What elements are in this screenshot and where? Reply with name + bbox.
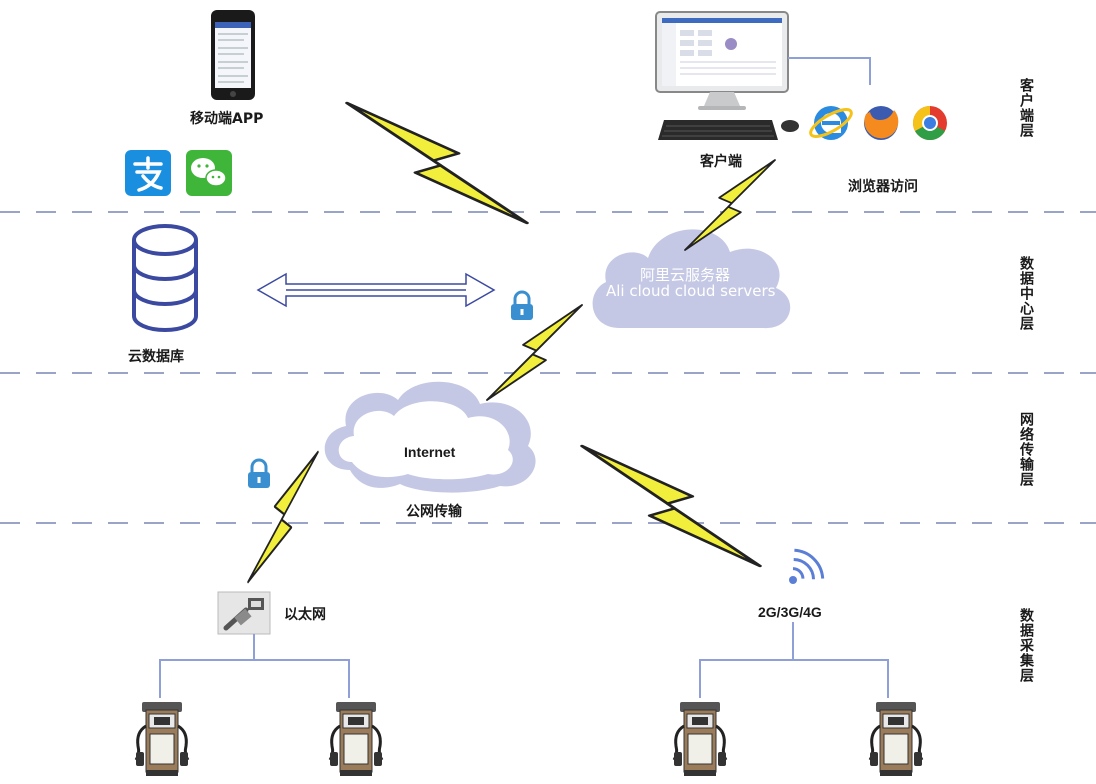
desktop-computer-icon <box>655 11 799 140</box>
firefox-icon <box>864 106 899 140</box>
mobile-net-label: 2G/3G/4G <box>758 604 822 620</box>
lightning-internet-to-ethernet <box>246 450 320 584</box>
lock-icon <box>246 458 272 490</box>
lock-icon <box>509 290 535 322</box>
ethernet-label: 以太网 <box>284 607 326 623</box>
network-layer-title: 网络传输层 <box>1018 412 1034 487</box>
alipay-icon <box>125 150 171 196</box>
ie-icon <box>809 106 853 140</box>
charger-connectors <box>159 622 889 698</box>
lightning-cloud-to-internet <box>486 304 583 401</box>
mobile-phone-icon <box>211 10 255 100</box>
connector-line <box>788 57 871 85</box>
charging-pile-icon <box>328 700 384 778</box>
internet-label: Internet <box>404 444 456 460</box>
ali-cloud-label-en: Ali cloud cloud servers <box>606 282 776 300</box>
ali-cloud-label-cn: 阿里云服务器 <box>640 266 731 284</box>
ali-cloud-shape <box>592 229 791 329</box>
database-icon <box>132 224 198 332</box>
ethernet-port-icon <box>217 591 271 635</box>
wifi-signal-icon <box>789 548 825 584</box>
charging-pile-icon <box>134 700 190 778</box>
collection-layer-title: 数据采集层 <box>1018 608 1034 683</box>
public-net-label: 公网传输 <box>406 504 462 520</box>
browser-access-label: 浏览器访问 <box>848 179 918 195</box>
data-center-layer-title: 数据中心层 <box>1018 256 1034 331</box>
lightning-internet-to-mobile-net <box>580 444 762 568</box>
lightning-client-to-cloud <box>684 159 776 251</box>
charging-pile-icon <box>868 700 924 778</box>
charging-pile-icon <box>672 700 728 778</box>
chrome-icon <box>913 106 947 140</box>
bidirectional-arrow <box>256 272 496 308</box>
client-label: 客户端 <box>700 154 742 170</box>
lightning-mobile-to-cloud <box>345 101 529 225</box>
mobile-app-label: 移动端APP <box>190 111 264 127</box>
cloud-db-label: 云数据库 <box>128 349 184 365</box>
internet-cloud-inner <box>338 401 513 480</box>
layer-dividers <box>0 211 1096 524</box>
wechat-icon <box>186 150 232 196</box>
client-layer-title: 客户端层 <box>1018 78 1034 138</box>
